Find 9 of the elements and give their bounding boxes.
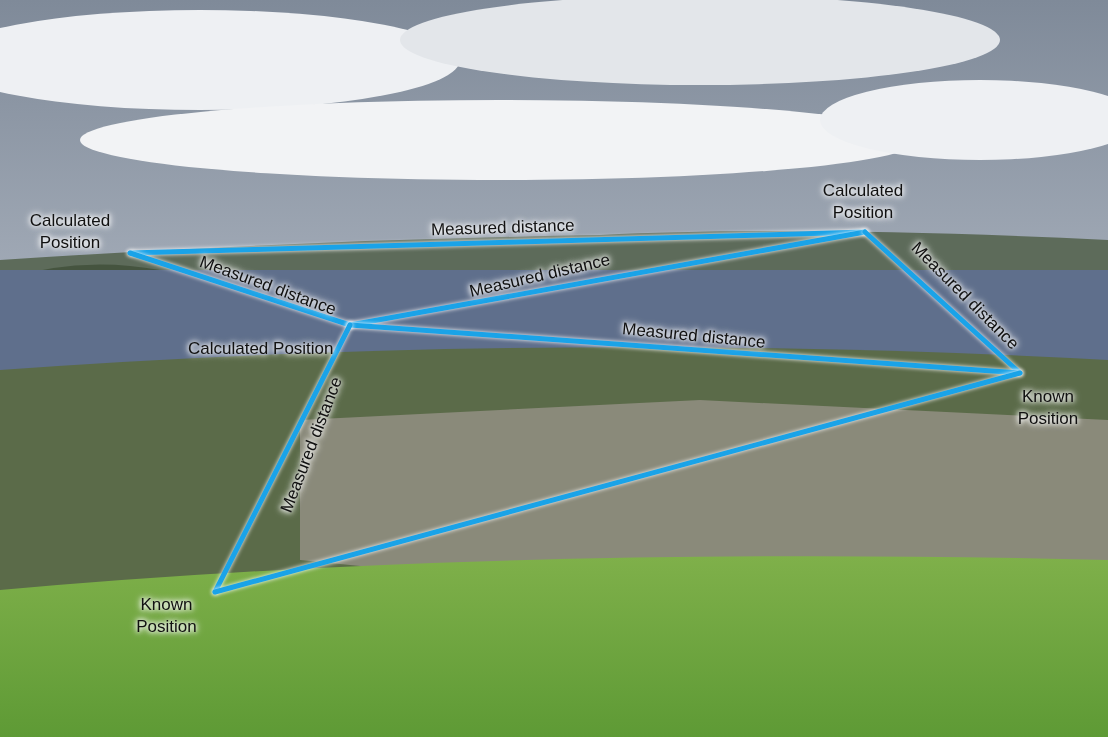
position-label: Calculated Position [188,338,334,360]
connecting-line [212,370,1023,595]
position-label: Known Position [1016,386,1080,430]
edge-label: Measured distance [621,319,767,353]
position-label: Known Position [135,594,198,638]
connecting-line [862,229,1023,376]
edge-label: Measured distance [430,215,575,241]
position-label: Calculated Position [28,210,112,254]
position-label: Calculated Position [821,180,905,224]
